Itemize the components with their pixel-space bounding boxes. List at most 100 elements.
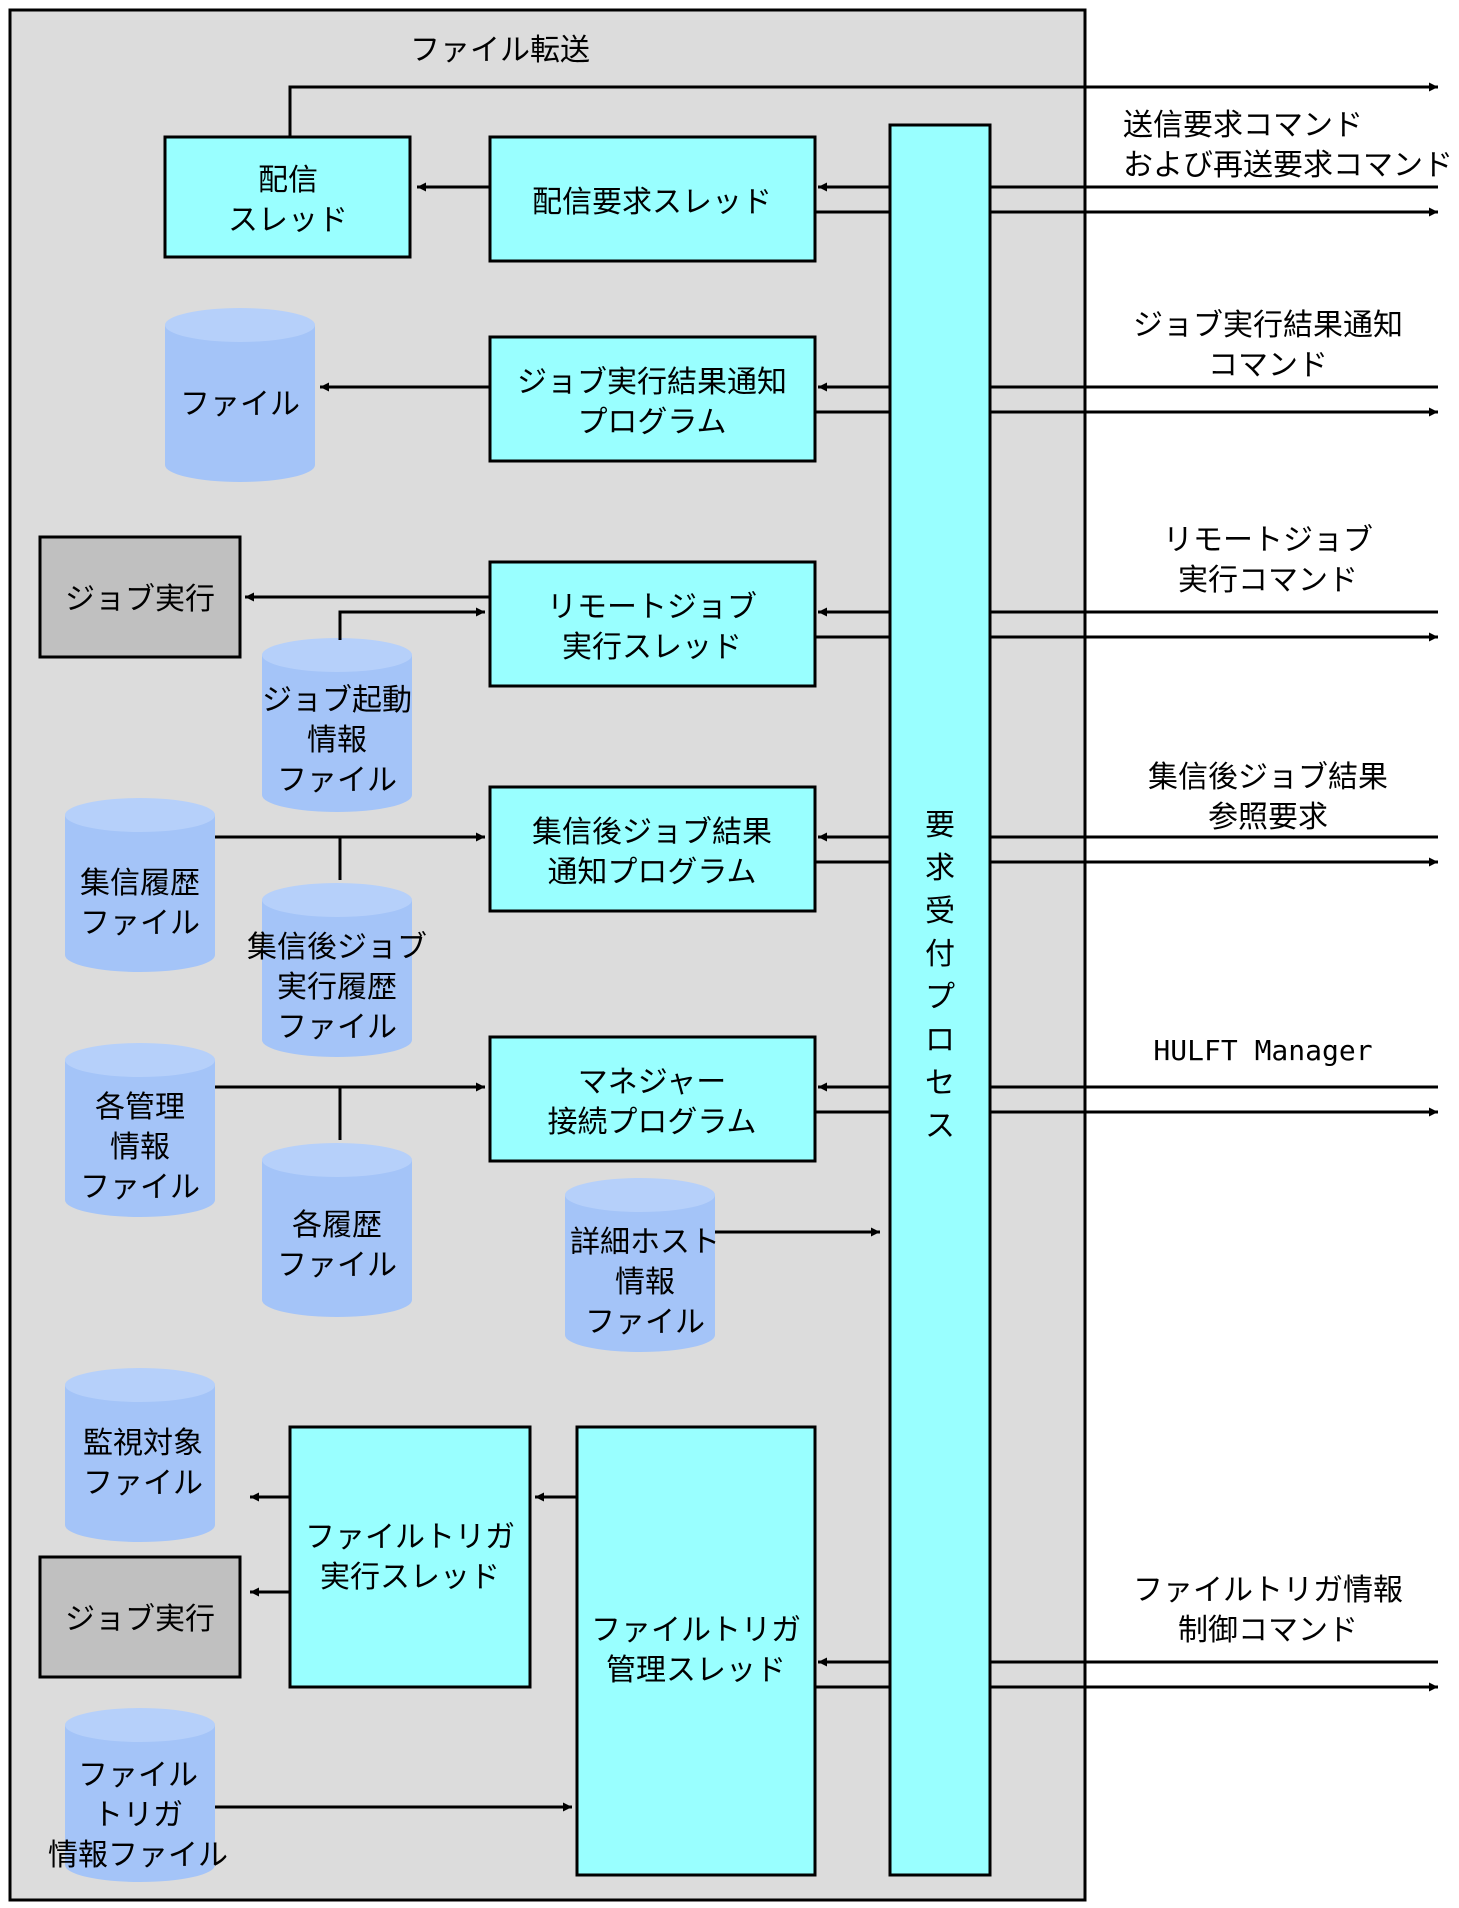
text-line: および再送要求コマンド bbox=[1123, 148, 1453, 183]
text-line: 詳細ホスト bbox=[570, 1225, 720, 1260]
job-exec-label-1: ジョブ実行 bbox=[65, 582, 215, 617]
mgmt-info-file-label: 各管理情報ファイル bbox=[80, 1090, 200, 1205]
vertical-char: プ bbox=[925, 980, 955, 1015]
each-history-file-cylinder bbox=[262, 1143, 412, 1317]
container-title: ファイル転送 bbox=[410, 33, 590, 68]
text-line: 制御コマンド bbox=[1178, 1613, 1358, 1648]
reception-process-label: 要求受付プロセス bbox=[925, 808, 955, 1144]
file-trigger-info-file-label: ファイルトリガ情報ファイル bbox=[48, 1758, 228, 1873]
text-line: ジョブ起動 bbox=[262, 683, 412, 718]
text-line: ファイルトリガ bbox=[305, 1520, 515, 1555]
text-line: 送信要求コマンド bbox=[1123, 108, 1363, 143]
job-start-info-file-label: ジョブ起動情報ファイル bbox=[262, 683, 412, 798]
send-command-label: 送信要求コマンドおよび再送要求コマンド bbox=[1123, 108, 1453, 183]
file-trigger-info-file-cylinder bbox=[65, 1708, 215, 1882]
text-line: 情報 bbox=[307, 723, 367, 758]
file-trigger-exec-thread-label: ファイルトリガ実行スレッド bbox=[305, 1520, 515, 1595]
text-line: ファイル bbox=[180, 387, 300, 422]
text-line: 接続プログラム bbox=[547, 1105, 756, 1140]
job-exec-box-1[interactable] bbox=[38, 535, 242, 659]
text-line: 情報 bbox=[615, 1265, 675, 1300]
text-line: 通知プログラム bbox=[547, 855, 756, 890]
hulft-manager-label: HULFT Manager bbox=[1153, 1034, 1372, 1067]
text-line: ファイル bbox=[277, 1248, 397, 1283]
text-line: リモートジョブ bbox=[547, 590, 757, 625]
vertical-char: 求 bbox=[925, 851, 955, 886]
remote-job-exec-thread-label: リモートジョブ実行スレッド bbox=[547, 590, 757, 665]
text-line: 監視対象 bbox=[83, 1426, 203, 1461]
reception-process-box[interactable] bbox=[888, 123, 992, 1877]
text-line: ジョブ実行 bbox=[65, 1602, 215, 1637]
text-line: 実行コマンド bbox=[1178, 563, 1358, 598]
haishin-thread-label: 配信スレッド bbox=[228, 163, 348, 238]
text-line: 各履歴 bbox=[292, 1208, 382, 1243]
collect-history-file-label: 集信履歴ファイル bbox=[80, 866, 200, 941]
manager-connect-program-label: マネジャー接続プログラム bbox=[547, 1065, 756, 1140]
file-cylinder bbox=[165, 308, 315, 482]
job-exec-box-2[interactable] bbox=[38, 1555, 242, 1679]
text-line: トリガ bbox=[93, 1798, 183, 1833]
text-line: コマンド bbox=[1208, 348, 1328, 383]
text-line: ジョブ実行結果通知 bbox=[517, 365, 787, 400]
text-line: ジョブ実行結果通知 bbox=[1133, 308, 1403, 343]
text-line: ファイル bbox=[80, 906, 200, 941]
text-line: 集信後ジョブ結果 bbox=[532, 815, 772, 850]
job-result-notify-program-label: ジョブ実行結果通知プログラム bbox=[517, 365, 787, 440]
vertical-char: セ bbox=[925, 1066, 955, 1101]
text-line: ファイル bbox=[78, 1758, 198, 1793]
haishin-request-thread-label: 配信要求スレッド bbox=[532, 185, 772, 220]
text-line: 情報 bbox=[110, 1130, 170, 1165]
job-result-command-label: ジョブ実行結果通知コマンド bbox=[1133, 308, 1403, 383]
text-line: HULFT Manager bbox=[1153, 1034, 1372, 1067]
text-line: プログラム bbox=[577, 405, 726, 440]
text-line: 各管理 bbox=[95, 1090, 185, 1125]
job-start-info-file-cylinder bbox=[262, 638, 412, 812]
post-collect-request-label: 集信後ジョブ結果参照要求 bbox=[1148, 760, 1388, 835]
text-line: 情報ファイル bbox=[48, 1838, 228, 1873]
vertical-char: 受 bbox=[925, 894, 955, 929]
remote-job-command-label: リモートジョブ実行コマンド bbox=[1163, 523, 1373, 598]
monitor-target-file-label: 監視対象ファイル bbox=[83, 1426, 203, 1501]
vertical-char: ス bbox=[925, 1109, 955, 1144]
file-label: ファイル bbox=[180, 387, 300, 422]
text-line: 実行履歴 bbox=[277, 970, 397, 1005]
haishin-request-thread-box[interactable] bbox=[488, 135, 817, 263]
host-detail-info-file-cylinder bbox=[565, 1178, 715, 1352]
post-collect-notify-program-box[interactable] bbox=[488, 785, 817, 913]
each-history-file-label: 各履歴ファイル bbox=[277, 1208, 397, 1283]
text-line: 集信後ジョブ結果 bbox=[1148, 760, 1388, 795]
haishin-thread-box[interactable] bbox=[163, 135, 412, 259]
post-collect-notify-program-label: 集信後ジョブ結果通知プログラム bbox=[532, 815, 772, 890]
mgmt-info-file-cylinder bbox=[65, 1043, 215, 1217]
text-line: 配信要求スレッド bbox=[532, 185, 772, 220]
connectors bbox=[215, 82, 1438, 1812]
text-line: 実行スレッド bbox=[562, 630, 742, 665]
text-line: 参照要求 bbox=[1208, 800, 1328, 835]
text-line: ファイル bbox=[277, 763, 397, 798]
job-result-notify-program-box[interactable] bbox=[488, 335, 817, 463]
file-trigger-exec-thread-box[interactable] bbox=[288, 1425, 532, 1689]
file-trigger-command-label: ファイルトリガ情報制御コマンド bbox=[1133, 1573, 1403, 1648]
text-line: ファイルトリガ情報 bbox=[1133, 1573, 1403, 1608]
vertical-char: 要 bbox=[925, 808, 955, 843]
manager-connect-program-box[interactable] bbox=[488, 1035, 817, 1163]
text-line: 集信履歴 bbox=[80, 866, 200, 901]
vertical-char: ロ bbox=[925, 1023, 955, 1058]
file-trigger-manage-thread-label: ファイルトリガ管理スレッド bbox=[591, 1613, 801, 1688]
collect-history-file-cylinder bbox=[65, 798, 215, 972]
post-collect-history-file-label: 集信後ジョブ実行履歴ファイル bbox=[247, 930, 427, 1045]
remote-job-exec-thread-box[interactable] bbox=[488, 560, 817, 688]
text-line: マネジャー bbox=[578, 1065, 727, 1100]
text-line: ジョブ実行 bbox=[65, 582, 215, 617]
text-line: 集信後ジョブ bbox=[247, 930, 427, 965]
text-line: 実行スレッド bbox=[320, 1560, 500, 1595]
host-detail-info-file-label: 詳細ホスト情報ファイル bbox=[570, 1225, 720, 1340]
vertical-char: 付 bbox=[925, 937, 955, 972]
file-trigger-manage-thread-box[interactable] bbox=[575, 1425, 817, 1877]
monitor-target-file-cylinder bbox=[65, 1368, 215, 1542]
text-line: スレッド bbox=[228, 203, 348, 238]
text-line: 管理スレッド bbox=[606, 1653, 786, 1688]
text-line: リモートジョブ bbox=[1163, 523, 1373, 558]
text-line: 配信 bbox=[258, 163, 318, 198]
